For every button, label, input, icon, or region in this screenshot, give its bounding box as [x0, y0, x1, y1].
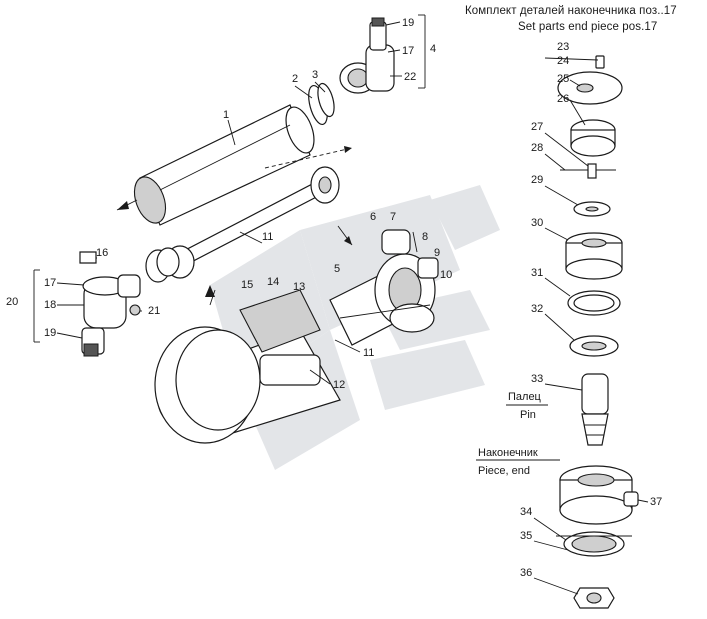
kit-bolt-23-24: [595, 55, 605, 69]
callout-37: 37: [650, 496, 662, 508]
pin-label-ru: Палец: [508, 391, 542, 403]
kit-cap-26: [570, 119, 616, 157]
callout-13: 13: [293, 281, 305, 293]
end-label-en: Piece, end: [478, 465, 530, 477]
callout-31: 31: [531, 267, 543, 279]
callout-16: 16: [96, 247, 108, 259]
callout-20: 20: [6, 296, 18, 308]
callout-7: 7: [390, 211, 396, 223]
callout-36: 36: [520, 567, 532, 579]
end-label-ru: Наконечник: [478, 447, 538, 459]
callout-1: 1: [223, 109, 229, 121]
callout-19-top: 19: [402, 17, 414, 29]
callout-35: 35: [520, 530, 532, 542]
callout-17-top: 17: [402, 45, 414, 57]
kit-seal-32: [569, 335, 619, 357]
kit-title-ru: Комплект деталей наконечника поз..17: [465, 5, 677, 17]
kit-pin-33: [581, 373, 609, 446]
kit-nut-36: [573, 587, 615, 609]
tube-part-1: [116, 104, 315, 226]
callout-24: 24: [557, 55, 569, 67]
callout-22: 22: [404, 71, 416, 83]
callout-4: 4: [430, 43, 436, 55]
callout-3: 3: [312, 69, 318, 81]
callout-11-upper: 11: [262, 231, 273, 243]
rod-main-assembly: [154, 285, 341, 444]
clamp-ring-left: [145, 247, 180, 283]
callout-30: 30: [531, 217, 543, 229]
callout-10: 10: [440, 269, 452, 281]
kit-end-piece-housing: [559, 465, 639, 525]
callout-9: 9: [434, 247, 440, 259]
callout-32: 32: [531, 303, 543, 315]
callout-21: 21: [148, 305, 160, 317]
pin-label-en: Pin: [520, 409, 536, 421]
kit-grease-27-28: [560, 163, 616, 179]
kit-insert-30: [565, 232, 623, 280]
callout-26: 26: [557, 93, 569, 105]
callout-23: 23: [557, 41, 569, 53]
kit-title-en: Set parts end piece pos.17: [518, 21, 658, 33]
callout-15: 15: [241, 279, 253, 291]
kit-plate-25: [557, 71, 623, 105]
callout-2: 2: [292, 73, 298, 85]
callout-5: 5: [334, 263, 340, 275]
callout-27: 27: [531, 121, 543, 133]
kit-seal-34-35: [556, 531, 632, 557]
callout-28: 28: [531, 142, 543, 154]
end-piece-assembly-4: [339, 14, 426, 94]
ring-set-2-3: [308, 82, 335, 126]
leader-lines: [56, 21, 649, 595]
kit-ring-31: [567, 290, 621, 316]
callout-17-left: 17: [44, 277, 56, 289]
callout-11-lower: 11: [363, 347, 374, 359]
callout-33: 33: [531, 373, 543, 385]
callout-18: 18: [44, 299, 56, 311]
callout-6: 6: [370, 211, 376, 223]
kit-washer-29: [573, 201, 611, 217]
callout-8: 8: [422, 231, 428, 243]
callout-19-left: 19: [44, 327, 56, 339]
callout-labels: 1 2 3 4 5 6 7 8 9 10 11 11 12 13 14 15 1…: [6, 17, 662, 579]
callout-12: 12: [333, 379, 345, 391]
callout-29: 29: [531, 174, 543, 186]
callout-25: 25: [557, 73, 569, 85]
rod-joint-assembly: [329, 225, 439, 346]
callout-14: 14: [267, 276, 279, 288]
end-piece-assembly-20: [33, 251, 141, 357]
callout-34: 34: [520, 506, 532, 518]
